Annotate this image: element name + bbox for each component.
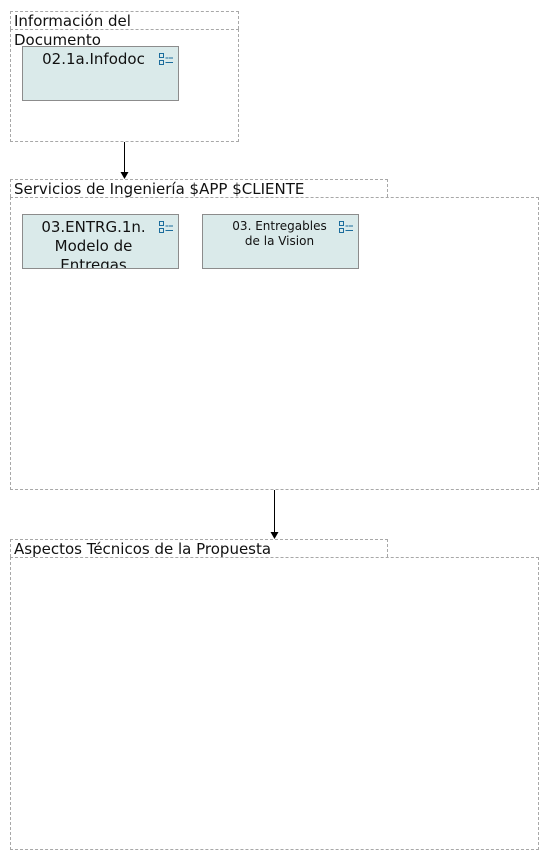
group-title-aspectos-tecnicos: Aspectos Técnicos de la Propuesta xyxy=(14,540,272,558)
element-entregables-vision[interactable]: 03. Entregables de la Vision xyxy=(202,214,359,269)
structured-list-icon xyxy=(159,53,173,65)
structured-list-icon xyxy=(339,221,353,233)
element-label-entregables-vision: 03. Entregables de la Vision xyxy=(232,219,327,248)
element-modelo-entregas[interactable]: 03.ENTRG.1n. Modelo de Entregas xyxy=(22,214,179,269)
group-servicios-ingenieria[interactable] xyxy=(10,197,539,490)
group-tab-informacion-documento xyxy=(10,11,239,29)
element-label-modelo-entregas: 03.ENTRG.1n. Modelo de Entregas xyxy=(41,218,146,269)
element-label-infodoc: 02.1a.Infodoc xyxy=(42,50,145,68)
group-tab-aspectos-tecnicos xyxy=(10,539,388,557)
group-title-servicios-ingenieria: Servicios de Ingeniería $APP $CLIENTE xyxy=(14,180,305,198)
group-tab-servicios-ingenieria xyxy=(10,179,388,197)
connector-infodoc-to-servicios[interactable] xyxy=(120,142,129,179)
element-infodoc[interactable]: 02.1a.Infodoc xyxy=(22,46,179,101)
group-aspectos-tecnicos[interactable] xyxy=(10,557,539,850)
connector-servicios-to-aspectos[interactable] xyxy=(270,490,279,539)
group-informacion-documento[interactable] xyxy=(10,29,239,142)
group-title-informacion-documento: Información del Documento xyxy=(14,12,136,49)
structured-list-icon xyxy=(159,221,173,233)
